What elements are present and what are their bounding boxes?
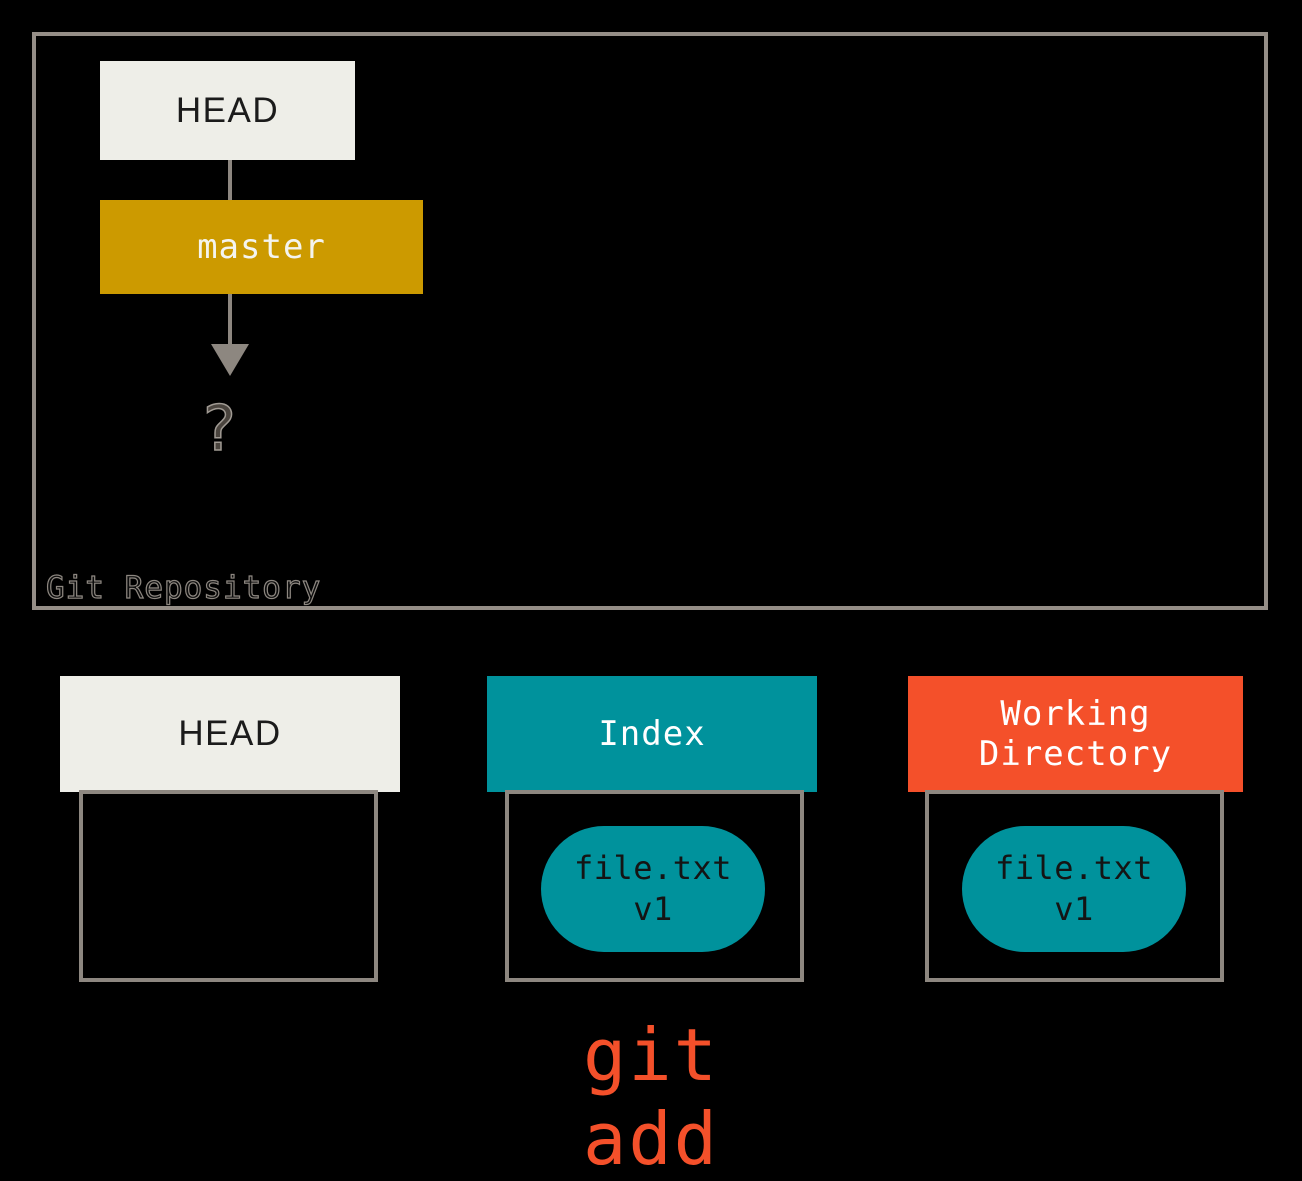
file-blob-working-directory: file.txt v1	[962, 826, 1186, 952]
command-caption: git add	[500, 1013, 802, 1181]
file-blob-index: file.txt v1	[541, 826, 765, 952]
area-header-head-label: HEAD	[178, 714, 282, 754]
repo-master-label: master	[197, 227, 326, 267]
area-header-working-directory: Working Directory	[908, 676, 1243, 792]
area-header-head: HEAD	[60, 676, 400, 792]
head-to-master-connector	[228, 160, 232, 202]
area-header-working-directory-label: Working Directory	[978, 693, 1173, 774]
area-body-head	[79, 790, 378, 982]
area-header-index-label: Index	[598, 713, 706, 754]
master-arrow-shaft	[228, 294, 232, 346]
command-caption-label: git add	[582, 1013, 720, 1181]
area-header-index: Index	[487, 676, 817, 792]
git-repository-label: Git Repository	[45, 569, 322, 606]
repo-head-label: HEAD	[175, 90, 280, 130]
repo-master-box: master	[100, 200, 423, 294]
repo-head-box: HEAD	[100, 61, 355, 160]
diagram-canvas: Git Repository HEAD master ? HEAD Index …	[32, 32, 1268, 1181]
master-arrow-head-icon	[211, 344, 249, 376]
file-blob-index-label: file.txt v1	[573, 849, 733, 928]
file-blob-working-directory-label: file.txt v1	[994, 849, 1154, 928]
unknown-commit-question-mark: ?	[202, 391, 236, 466]
